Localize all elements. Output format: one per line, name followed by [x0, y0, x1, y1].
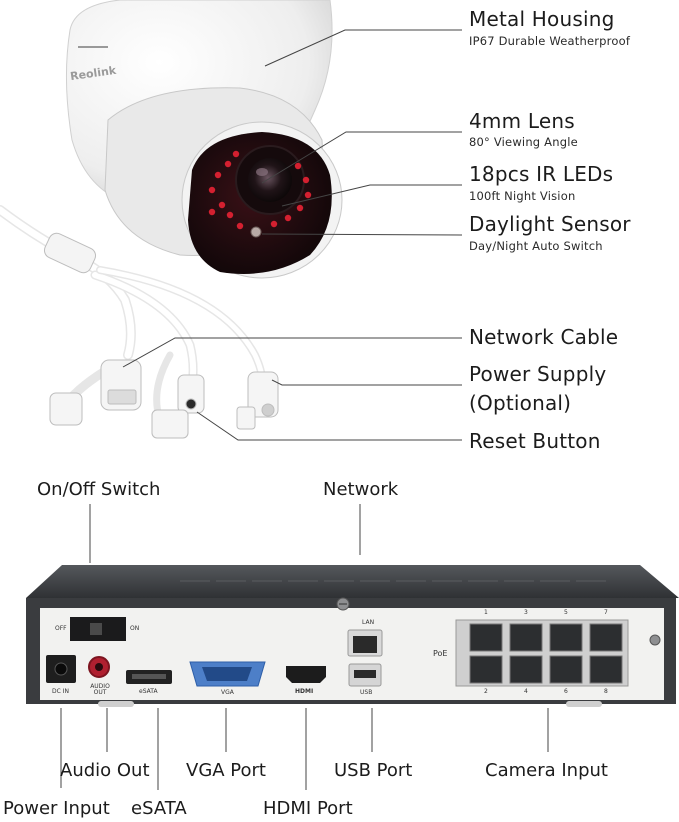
power-supply-optional: (Optional): [469, 391, 572, 415]
esata-label: eSATA: [131, 798, 187, 819]
power-input-label: Power Input: [3, 798, 110, 819]
network-cable-title: Network Cable: [469, 325, 619, 349]
ir-led-ring: [208, 150, 312, 230]
panel-poe-text: PoE: [433, 649, 448, 658]
metal-housing-title: Metal Housing: [469, 7, 615, 31]
panel-on-text: ON: [130, 625, 140, 632]
poe-port-number: 7: [604, 609, 608, 616]
daylight-sensor-subtitle: Day/Night Auto Switch: [469, 239, 603, 253]
lens-title: 4mm Lens: [469, 109, 575, 133]
poe-port-number: 1: [484, 609, 488, 616]
poe-port-number: 3: [524, 609, 528, 616]
daylight-sensor-title: Daylight Sensor: [469, 212, 631, 236]
on-off-switch-label: On/Off Switch: [37, 479, 161, 500]
dome-camera: [65, 0, 343, 279]
panel-hdmi-text: HDMI: [295, 688, 314, 695]
vga-port-label: VGA Port: [186, 760, 266, 781]
daylight-sensor: [250, 226, 262, 238]
poe-port-number: 2: [484, 688, 488, 695]
panel-lan-text: LAN: [362, 619, 375, 626]
audio-out-label: Audio Out: [60, 760, 150, 781]
cable-connectors: [43, 232, 279, 439]
panel-usb-text: USB: [360, 689, 373, 696]
camera-input-label: Camera Input: [485, 760, 608, 781]
camera-leader-lines: [122, 29, 463, 441]
ir-leds-subtitle: 100ft Night Vision: [469, 189, 576, 203]
poe-port-number: 4: [524, 688, 528, 695]
usb-port-label: USB Port: [334, 760, 413, 781]
hdmi-port: [286, 666, 326, 683]
nvr-recorder: [26, 565, 679, 707]
panel-vga-text: VGA: [221, 689, 234, 696]
poe-port-number: 6: [564, 688, 568, 695]
ground-screw: [649, 634, 661, 646]
reset-button-title: Reset Button: [469, 429, 601, 453]
panel-audio-out-text: AUDIO OUT: [90, 683, 110, 696]
panel-dc-in-text: DC IN: [52, 688, 69, 695]
panel-esata-text: eSATA: [139, 688, 158, 695]
hdmi-port-label: HDMI Port: [263, 798, 353, 819]
poe-port-number: 5: [564, 609, 568, 616]
network-label: Network: [323, 479, 399, 500]
metal-housing-subtitle: IP67 Durable Weatherproof: [469, 34, 631, 48]
poe-port-number: 8: [604, 688, 608, 695]
panel-off-text: OFF: [55, 625, 67, 632]
nvr-leader-lines: [60, 504, 549, 790]
lens-subtitle: 80° Viewing Angle: [469, 135, 578, 149]
camera-lens: [248, 158, 292, 202]
power-supply-title: Power Supply: [469, 362, 607, 386]
ir-leds-title: 18pcs IR LEDs: [469, 162, 614, 186]
